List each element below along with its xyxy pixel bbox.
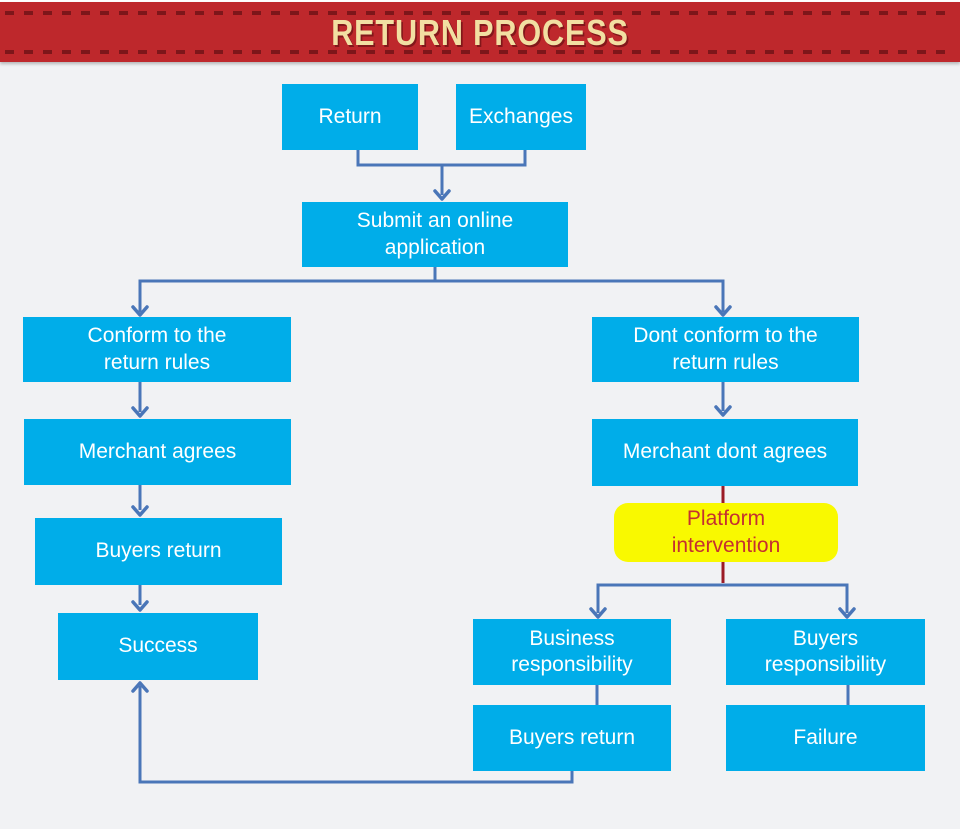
node-exchanges-label: Exchanges <box>469 104 573 128</box>
top-white-strip <box>0 0 960 2</box>
node-submit-label: Submit an online application <box>356 209 514 259</box>
arrowhead-into-buyers-resp <box>838 607 856 619</box>
node-buyers-responsibility: Buyers responsibility <box>726 619 925 685</box>
arrowhead-into-submit <box>433 189 451 201</box>
node-merchant-dont-label: Merchant dont agrees <box>622 440 828 464</box>
edge-submit-split <box>138 279 725 312</box>
node-merchant-agrees: Merchant agrees <box>24 419 291 485</box>
node-return-label: Return <box>318 104 382 128</box>
edge-return-exchanges-merge <box>356 150 527 167</box>
node-merchant-dont-agrees: Merchant dont agrees <box>592 419 858 486</box>
node-failure-label: Failure <box>793 725 858 749</box>
node-buyers-return-left: Buyers return <box>35 518 282 585</box>
arrowhead-into-merchant-agrees <box>131 406 149 418</box>
arrowhead-into-success-top <box>131 600 149 612</box>
node-exchanges: Exchanges <box>456 84 586 150</box>
page-title: RETURN PROCESS <box>331 12 629 53</box>
banner-dashed-line-top <box>5 11 955 15</box>
node-buyers-resp-label: Buyers responsibility <box>764 626 887 676</box>
title-banner: RETURN PROCESS <box>0 2 960 62</box>
node-merchant-agrees-label: Merchant agrees <box>78 439 237 463</box>
arrowhead-into-buyers-return-left <box>131 505 149 517</box>
node-success-label: Success <box>118 634 198 658</box>
node-failure: Failure <box>726 705 925 771</box>
node-buyers-return-right: Buyers return <box>473 705 671 771</box>
banner-dashed-line-bottom <box>5 50 955 54</box>
node-success: Success <box>58 613 258 680</box>
node-return: Return <box>282 84 418 150</box>
node-business-responsibility: Business responsibility <box>473 619 671 685</box>
node-dont-conform-rules: Dont conform to the return rules <box>592 317 859 382</box>
node-submit-application: Submit an online application <box>302 202 568 267</box>
node-conform-rules: Conform to the return rules <box>23 317 291 382</box>
edge-platform-split <box>596 583 849 613</box>
node-dont-conform-label: Dont conform to the return rules <box>633 324 818 374</box>
node-buyers-return-left-label: Buyers return <box>95 539 222 563</box>
arrowhead-into-success-bottom <box>131 681 149 693</box>
arrowhead-into-business <box>589 607 607 619</box>
node-conform-label: Conform to the return rules <box>87 324 227 374</box>
arrowhead-into-dont-conform <box>714 305 732 317</box>
edge-feedback-loop <box>138 686 574 784</box>
arrowhead-into-conform <box>131 305 149 317</box>
node-platform-intervention: Platform intervention <box>614 503 838 562</box>
arrowhead-into-merchant-dont <box>714 405 732 417</box>
node-business-label: Business responsibility <box>511 626 633 676</box>
node-platform-label: Platform intervention <box>671 507 781 557</box>
node-buyers-return-right-label: Buyers return <box>508 725 636 749</box>
